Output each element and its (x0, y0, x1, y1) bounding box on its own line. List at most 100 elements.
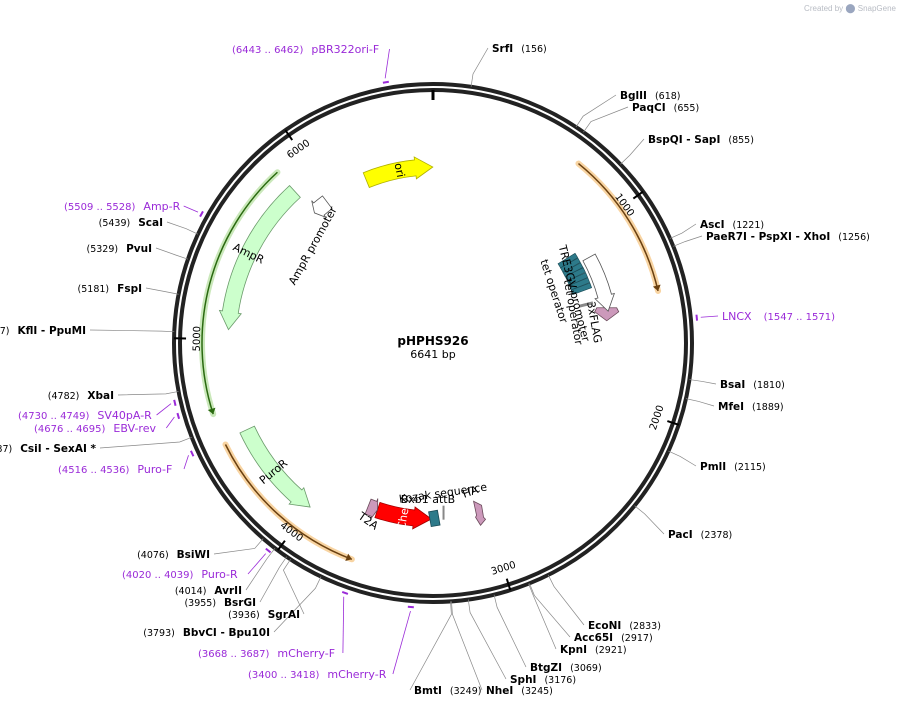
backbone-outer-strand (172, 82, 694, 604)
enzyme-label-bbvci: (3793)BbvCI - Bpu10I (143, 627, 270, 639)
enzyme-leader (166, 221, 199, 235)
enzyme-label-avrii: (4014)AvrII (175, 585, 242, 597)
enzyme-label-acc65i: Acc65I(2917) (574, 632, 653, 644)
enzyme-label-srfi: SrfI(156) (492, 43, 547, 55)
enzyme-label-csii: (4587)CsiI - SexAI * (0, 443, 97, 455)
enzyme-leader (673, 235, 703, 247)
credit-watermark: Created by ⬤ SnapGene (804, 3, 896, 14)
primer-label-amp-r: (5509 .. 5528)Amp-R (64, 200, 181, 213)
primer-label-mcherry-r: (3400 .. 3418)mCherry-R (248, 668, 387, 681)
enzyme-leader (409, 601, 452, 691)
enzyme-label-nhei: NheI(3245) (486, 685, 553, 697)
enzyme-leader (259, 556, 287, 603)
scale-tick (284, 129, 294, 141)
enzyme-label-bmti: BmtI(3249) (414, 685, 481, 697)
enzyme-leader (634, 505, 665, 535)
enzyme-leader (528, 583, 557, 650)
feature-label-ampr-promoter: AmpR promoter (286, 204, 340, 287)
highlight-arrowhead (652, 284, 661, 291)
enzyme-label-bsrgi: (3955)BsrGI (184, 597, 256, 609)
highlight-layer (199, 160, 662, 563)
enzyme-label-kpni: KpnI(2921) (560, 644, 627, 656)
scale-tick (505, 578, 512, 591)
enzyme-layer: SrfI(156) BglII(618)PaqCI(655) BspQI - Sap… (0, 43, 870, 697)
enzyme-leader (245, 548, 276, 591)
primer-marker (190, 450, 195, 457)
primer-label-sv40pa-r: (4730 .. 4749)SV40pA-R (18, 409, 152, 422)
scale-tick (276, 540, 286, 551)
primer-leader (247, 553, 266, 575)
credit-brand: SnapGene (857, 4, 896, 13)
primer-leader (183, 455, 189, 470)
enzyme-label-sphi: SphI(3176) (510, 674, 576, 686)
feature-label-bxb1-attb: Bxb1 attB (401, 493, 455, 506)
enzyme-label-xbai: (4782)XbaI (48, 390, 114, 402)
highlight-band (222, 441, 355, 563)
scale-tick-label: 3000 (490, 560, 518, 578)
enzyme-label-pvui: (5329)PvuI (86, 243, 152, 255)
primer-marker (695, 314, 699, 321)
enzyme-leader (685, 398, 715, 407)
primer-marker (199, 210, 204, 218)
enzyme-leader (273, 576, 322, 633)
enzyme-label-mfei: MfeI(1889) (718, 401, 784, 413)
enzyme-leader (575, 94, 617, 128)
highlight-line (201, 171, 278, 415)
enzyme-label-bspqi: BspQI - SapI(855) (648, 134, 754, 146)
primer-marker (341, 591, 349, 595)
feature-bxb1-attb (428, 509, 441, 528)
enzyme-leader (155, 247, 189, 260)
plasmid-name: pHPHS926 (397, 334, 468, 348)
primer-label-puro-f: (4516 .. 4536)Puro-F (58, 463, 172, 476)
enzyme-label-bglii: BglII(618) (620, 90, 680, 102)
feature-label-ha: HA (461, 483, 481, 501)
enzyme-leader (89, 329, 175, 333)
enzyme-label-econi: EcoNI(2833) (588, 620, 661, 632)
enzyme-label-scai: (5439)ScaI (99, 217, 163, 229)
feature-ori (362, 156, 434, 189)
enzyme-label-bsai: BsaI(1810) (720, 379, 785, 391)
feature-ampr-promoter (311, 195, 333, 218)
center-label: pHPHS926 6641 bp (397, 334, 468, 361)
enzyme-label-bsiwi: (4076)BsiWI (137, 549, 210, 561)
enzyme-label-paer7i: PaeR7I - PspXI - XhoI(1256) (706, 231, 870, 243)
primer-label-puro-r: (4020 .. 4039)Puro-R (122, 568, 238, 581)
enzyme-label-paqci: PaqCI(655) (632, 102, 699, 114)
primer-leader (165, 416, 175, 429)
enzyme-leader (668, 450, 697, 467)
primer-marker (265, 547, 272, 554)
enzyme-leader (470, 47, 489, 87)
primer-leader (342, 596, 345, 654)
highlight-line (577, 162, 659, 292)
tet-operator-repeat (570, 282, 593, 295)
primer-label-pbr322ori-f: (6443 .. 6462)pBR322ori-F (232, 43, 379, 56)
primer-leader (156, 403, 172, 416)
enzyme-leader (689, 379, 717, 385)
scale-tick-label: 6000 (285, 138, 312, 162)
primer-leader (700, 315, 719, 318)
feature-ha-tag (472, 500, 487, 526)
enzyme-leader (145, 287, 179, 295)
feature-tre3gv-promoter (582, 253, 615, 312)
scale-tick-label: 2000 (648, 404, 666, 432)
primer-marker (173, 399, 177, 406)
highlight-line (224, 444, 353, 560)
enzyme-leader (213, 538, 264, 555)
enzyme-label-asci: AscI(1221) (700, 219, 764, 231)
scale-tick (667, 420, 680, 426)
enzyme-leader (283, 559, 305, 615)
enzyme-label-fspi: (5181)FspI (78, 283, 142, 295)
enzyme-label-pmli: PmlI(2115) (700, 461, 766, 473)
feature-layer (218, 156, 620, 530)
enzyme-leader (547, 574, 585, 626)
feature-3xflag (594, 307, 620, 322)
tet-operator-repeat (564, 267, 586, 282)
feature-puror (239, 425, 311, 508)
enzyme-label-sgrai: (3936)SgrAI (228, 609, 300, 621)
tet-operator-marker (579, 301, 594, 308)
primer-label-lncx: LNCX(1547 .. 1571) (722, 310, 835, 323)
primer-leader (392, 610, 411, 675)
enzyme-label-kfli: (5027)KflI - PpuMI (0, 325, 86, 337)
enzyme-label-btgzi: BtgZI(3069) (530, 662, 602, 674)
